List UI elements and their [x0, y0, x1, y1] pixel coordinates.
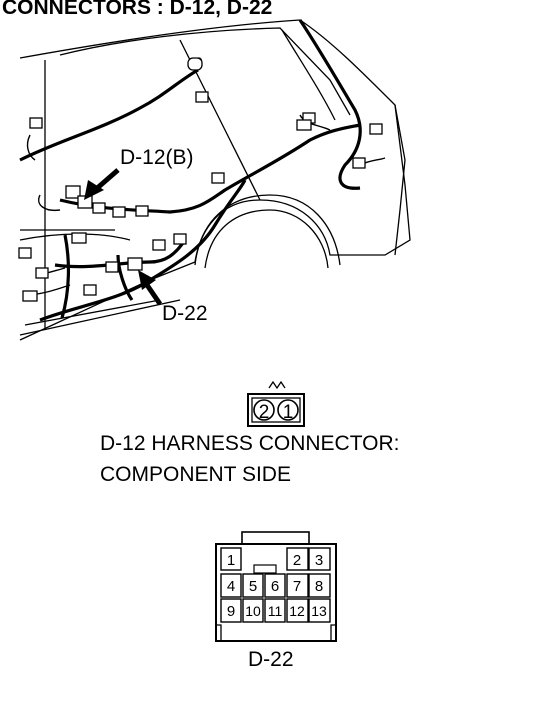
d22-key-slot: [253, 564, 277, 574]
d12-callout-label: D-12(B): [120, 146, 194, 169]
d22-connector-label: D-22: [248, 648, 294, 671]
d22-pin-label: 3: [315, 552, 323, 569]
d22-callout-label: D-22: [162, 302, 208, 325]
d12-pin-1-circle: [277, 399, 299, 421]
d22-pin-label: 9: [227, 603, 235, 620]
d22-pin-label: 13: [311, 603, 327, 619]
d22-pin-label: 7: [293, 578, 301, 595]
d22-pin-label: 10: [245, 603, 261, 619]
d22-pin-label: 5: [249, 578, 257, 595]
d22-bottom-latch: [216, 624, 336, 641]
harness-wires: [19, 19, 362, 322]
d12-caption-line1: D-12 HARNESS CONNECTOR:: [100, 432, 400, 455]
d12-pin-2-circle: [253, 399, 275, 421]
d12-caption-line2: COMPONENT SIDE: [100, 463, 291, 486]
d22-pin-label: 1: [227, 552, 235, 569]
d22-pin-label: 8: [315, 578, 323, 595]
d22-pin-cells: [220, 547, 331, 623]
callout-arrows: [84, 168, 163, 306]
diagram-title: CONNECTORS : D-12, D-22: [2, 0, 273, 19]
d22-pin-label: 6: [271, 578, 279, 595]
harness-connectors: [18, 57, 383, 302]
d12-pin-label: 2: [259, 402, 270, 423]
d22-pin-label: 4: [227, 578, 235, 595]
d22-pin-label: 12: [289, 603, 305, 619]
d12-lock-tab: [268, 380, 286, 390]
d22-pin-label: 11: [268, 603, 283, 619]
d12-pin-label: 1: [283, 402, 294, 423]
d22-lock-housing: [241, 531, 310, 545]
d22-pin-label: 2: [293, 552, 301, 569]
